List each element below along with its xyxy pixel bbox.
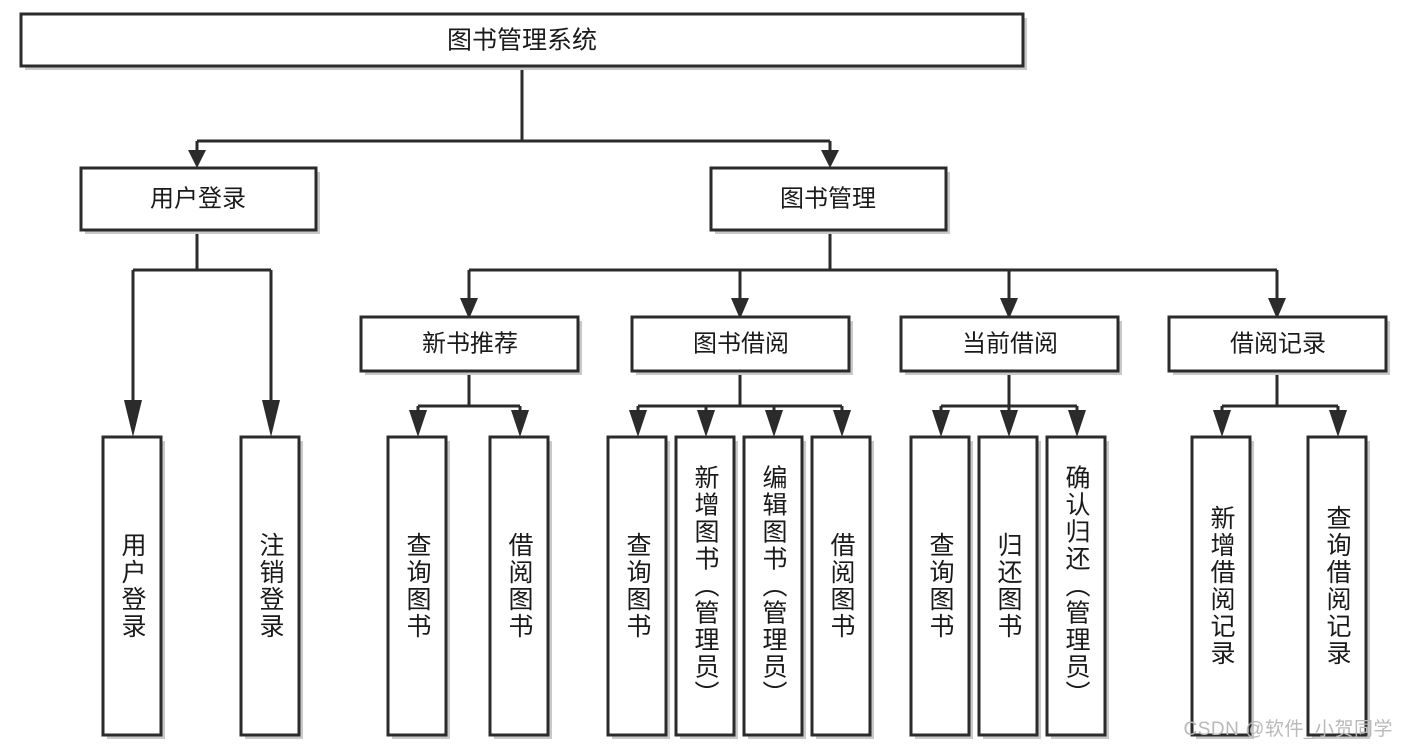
arrowhead-new-book-recommend <box>460 298 478 319</box>
new-book-recommend-box <box>359 315 580 373</box>
leaf-current-borrow-3-label: 确认归还（管理员） <box>1062 465 1091 708</box>
node-current-borrow[interactable]: 当前借阅 <box>899 315 1122 375</box>
node-root[interactable]: 图书管理系统 <box>19 12 1027 70</box>
leaf-new-book-1-box <box>386 435 448 737</box>
leaf-new-book-1[interactable]: 查询图书 <box>386 435 450 739</box>
leaf-borrow-records-2-box <box>1306 435 1368 737</box>
leaf-new-book-2[interactable]: 借阅图书 <box>488 435 552 739</box>
book-borrow-box <box>630 315 851 373</box>
leaf-borrow-records-1[interactable]: 新增借阅记录 <box>1190 435 1254 739</box>
arrowhead-user-login <box>188 150 206 168</box>
leaf-borrow-records-1-box <box>1190 435 1252 737</box>
leaf-book-borrow-2[interactable]: 新增图书（管理员） <box>674 435 738 739</box>
arrowhead-leaf-borrow-records-2 <box>1329 410 1347 437</box>
arrowhead-leaf-current-borrow-2 <box>1000 410 1018 437</box>
leaf-user-login-2-box <box>239 435 301 737</box>
leaf-new-book-1-label: 查询图书 <box>403 532 432 640</box>
new-book-recommend-label: 新书推荐 <box>422 330 518 357</box>
borrow-records-label: 借阅记录 <box>1230 330 1326 357</box>
leaf-book-borrow-2-label: 新增图书（管理员） <box>691 465 720 708</box>
leaf-borrow-records-1-label: 新增借阅记录 <box>1207 505 1236 667</box>
leaf-user-login-2[interactable]: 注销登录 <box>239 435 303 739</box>
book-management-label: 图书管理 <box>780 185 876 212</box>
connector-layer <box>124 68 1347 437</box>
arrowhead-leaf-user-login-2 <box>262 400 280 437</box>
arrowhead-current-borrow <box>1000 298 1018 319</box>
leaf-user-login-1-label: 用户登录 <box>118 532 147 640</box>
leaf-book-borrow-3-box <box>742 435 804 737</box>
leaf-book-borrow-4[interactable]: 借阅图书 <box>810 435 874 739</box>
arrowhead-leaf-book-borrow-3 <box>765 410 783 437</box>
leaf-user-login-2-label: 注销登录 <box>256 532 285 640</box>
arrowhead-leaf-new-book-2 <box>511 410 529 437</box>
leaf-book-borrow-1[interactable]: 查询图书 <box>606 435 670 739</box>
leaf-book-borrow-4-label: 借阅图书 <box>827 532 856 640</box>
current-borrow-label: 当前借阅 <box>962 330 1058 357</box>
leaf-new-book-2-label: 借阅图书 <box>505 532 534 640</box>
leaf-book-borrow-1-box <box>606 435 668 737</box>
book-borrow-label: 图书借阅 <box>693 330 789 357</box>
leaf-book-borrow-2-box <box>674 435 736 737</box>
arrowhead-book-mgmt <box>821 150 839 168</box>
arrowhead-book-borrow <box>731 298 749 319</box>
leaf-current-borrow-2-box <box>977 435 1039 737</box>
leaf-user-login-1-box <box>101 435 163 737</box>
arrowhead-leaf-book-borrow-2 <box>697 410 715 437</box>
node-new-book-recommend[interactable]: 新书推荐 <box>359 315 582 375</box>
arrowhead-leaf-current-borrow-3 <box>1068 410 1086 437</box>
node-book-borrow[interactable]: 图书借阅 <box>630 315 853 375</box>
arrowhead-leaf-user-login-1 <box>124 400 142 437</box>
node-borrow-records[interactable]: 借阅记录 <box>1167 315 1390 375</box>
arrowhead-leaf-book-borrow-1 <box>629 410 647 437</box>
root-label: 图书管理系统 <box>447 27 597 55</box>
arrowhead-leaf-new-book-1 <box>409 410 427 437</box>
leaf-book-borrow-4-box <box>810 435 872 737</box>
leaf-book-borrow-1-label: 查询图书 <box>623 532 652 640</box>
user-login-box <box>79 166 318 232</box>
leaf-current-borrow-3-box <box>1045 435 1107 737</box>
arrowhead-leaf-borrow-records-1 <box>1213 410 1231 437</box>
user-login-label: 用户登录 <box>150 185 246 212</box>
arrowhead-borrow-records <box>1268 298 1286 319</box>
leaf-book-borrow-3[interactable]: 编辑图书（管理员） <box>742 435 806 739</box>
arrowhead-leaf-current-borrow-1 <box>932 410 950 437</box>
book-management-box <box>709 166 948 232</box>
leaf-current-borrow-1-label: 查询图书 <box>926 532 955 640</box>
leaf-current-borrow-1-box <box>909 435 971 737</box>
leaf-current-borrow-1[interactable]: 查询图书 <box>909 435 973 739</box>
node-book-management[interactable]: 图书管理 <box>709 166 950 234</box>
current-borrow-box <box>899 315 1120 373</box>
watermark-text: CSDN @软件_小贺同学 <box>1183 719 1393 740</box>
root-box <box>19 12 1025 68</box>
node-user-login[interactable]: 用户登录 <box>79 166 320 234</box>
leaf-borrow-records-2[interactable]: 查询借阅记录 <box>1306 435 1370 739</box>
leaf-current-borrow-3[interactable]: 确认归还（管理员） <box>1045 435 1109 739</box>
borrow-records-box <box>1167 315 1388 373</box>
leaf-current-borrow-2-label: 归还图书 <box>994 532 1023 640</box>
leaf-user-login-1[interactable]: 用户登录 <box>101 435 165 739</box>
leaf-book-borrow-3-label: 编辑图书（管理员） <box>759 465 788 708</box>
arrowhead-leaf-book-borrow-4 <box>833 410 851 437</box>
leaf-borrow-records-2-label: 查询借阅记录 <box>1323 505 1352 667</box>
leaf-new-book-2-box <box>488 435 550 737</box>
leaf-current-borrow-2[interactable]: 归还图书 <box>977 435 1041 739</box>
